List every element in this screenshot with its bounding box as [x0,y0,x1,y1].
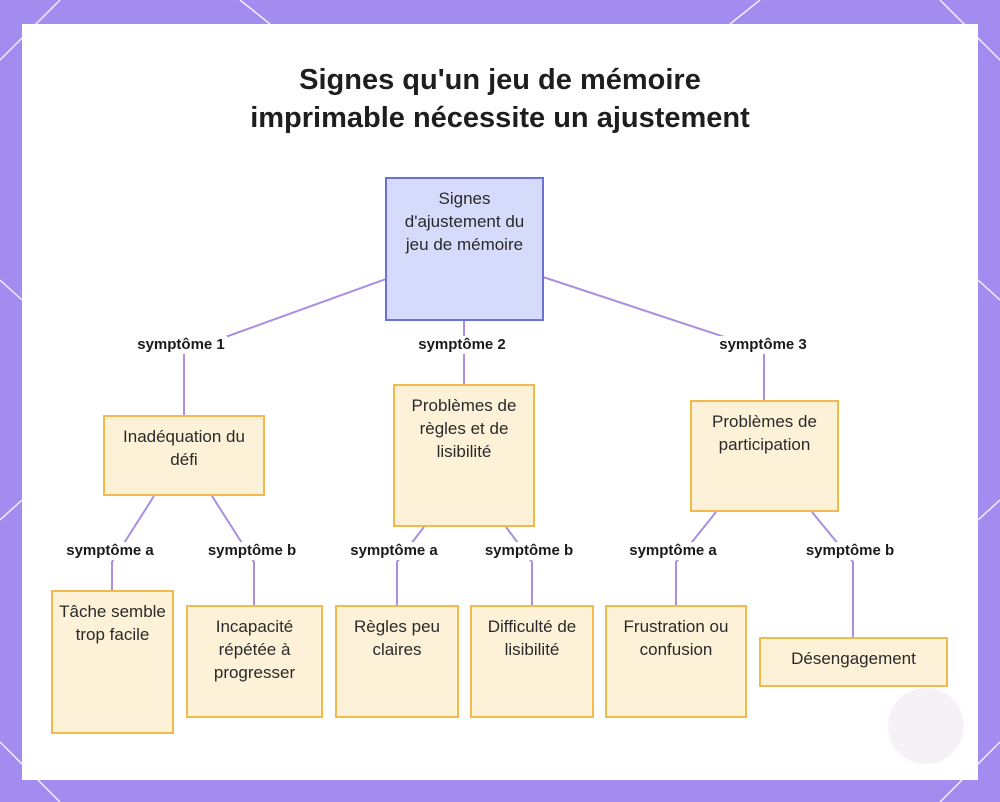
branch-node-3-label: Problèmes de participation [712,412,817,454]
connector-branch-3-child-a [675,511,717,605]
edge-label-branch-1-child-b: symptôme b [205,542,299,560]
leaf-node-1b-label: Incapacité répétée à progresser [213,617,296,682]
connector-branch-3-child-b [811,511,854,637]
connector-branch-1-child-a [111,495,155,590]
edge-label-branch-2-child-b: symptôme b [482,542,576,560]
root-node: Signes d'ajustement du jeu de mémoire [385,177,544,321]
edge-label-branch-3-child-b: symptôme b [803,542,897,560]
leaf-node-1a: Tâche semble trop facile [51,590,174,734]
leaf-node-2a: Règles peu claires [335,605,459,718]
branch-node-3: Problèmes de participation [690,400,839,512]
root-node-label: Signes d'ajustement du jeu de mémoire [404,189,525,254]
leaf-node-2b: Difficulté de lisibilité [470,605,594,718]
edge-label-branch-1-child-a: symptôme a [64,542,156,560]
edge-label-branch-2-child-a: symptôme a [348,542,440,560]
leaf-node-3b-label: Désengagement [791,649,916,668]
connector-branch-1-child-b [211,495,255,605]
leaf-node-1b: Incapacité répétée à progresser [186,605,323,718]
leaf-node-2a-label: Règles peu claires [353,617,440,659]
branch-node-2-label: Problèmes de règles et de lisibilité [411,396,517,461]
edge-label-branch-2: symptôme 2 [416,336,508,354]
leaf-node-3b: Désengagement [759,637,948,687]
edge-label-branch-1: symptôme 1 [135,336,227,354]
leaf-node-2b-label: Difficulté de lisibilité [487,617,577,659]
edge-label-branch-3: symptôme 3 [717,336,809,354]
branch-node-1-label: Inadéquation du défi [123,427,245,469]
leaf-node-3a: Frustration ou confusion [605,605,747,718]
edge-label-branch-3-child-a: symptôme a [627,542,719,560]
watermark-seal [888,688,964,764]
branch-node-2: Problèmes de règles et de lisibilité [393,384,535,527]
leaf-node-3a-label: Frustration ou confusion [623,617,729,659]
connector-branch-2-child-b [505,526,533,605]
connector-branch-2-child-a [396,526,425,605]
diagram-title-line-2: imprimable nécessite un ajustement [250,102,750,134]
leaf-node-1a-label: Tâche semble trop facile [59,602,166,644]
branch-node-1: Inadéquation du défi [103,415,265,496]
diagram-title-line-1: Signes qu'un jeu de mémoire [299,64,701,96]
